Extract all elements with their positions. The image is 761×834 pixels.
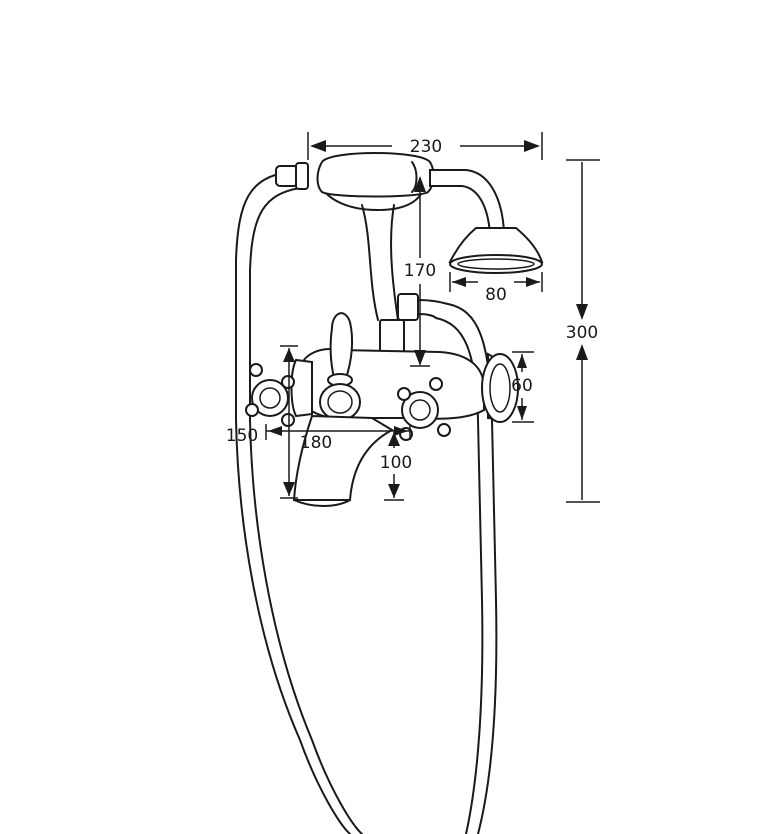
dimension-centres: 180 [266, 424, 411, 453]
dimension-label-overall-width: 230 [410, 137, 442, 157]
dimension-overall-height: 300 [566, 159, 600, 503]
dimension-label-head-diameter: 80 [485, 285, 507, 305]
dimension-label-handset-height: 170 [404, 261, 436, 281]
dimension-head-diameter: 80 [449, 272, 543, 305]
dimension-label-spout-drop: 100 [380, 453, 412, 473]
dimension-label-valve-height: 60 [511, 376, 533, 396]
dimension-label-centres: 180 [300, 433, 332, 453]
shower-hose [235, 171, 498, 834]
handset [275, 152, 544, 321]
dimension-inlet-spread: 150 [226, 345, 298, 499]
valve-body [245, 312, 519, 441]
dimension-label-inlet-spread: 150 [226, 426, 258, 446]
dimension-handset-height: 170 [404, 176, 436, 367]
dimension-overall-width: 230 [307, 132, 543, 160]
dimension-valve-height: 60 [511, 351, 534, 423]
dimension-label-overall-height: 300 [566, 323, 598, 343]
dimension-spout-drop: 100 [380, 432, 412, 501]
bath-spout [292, 414, 395, 507]
